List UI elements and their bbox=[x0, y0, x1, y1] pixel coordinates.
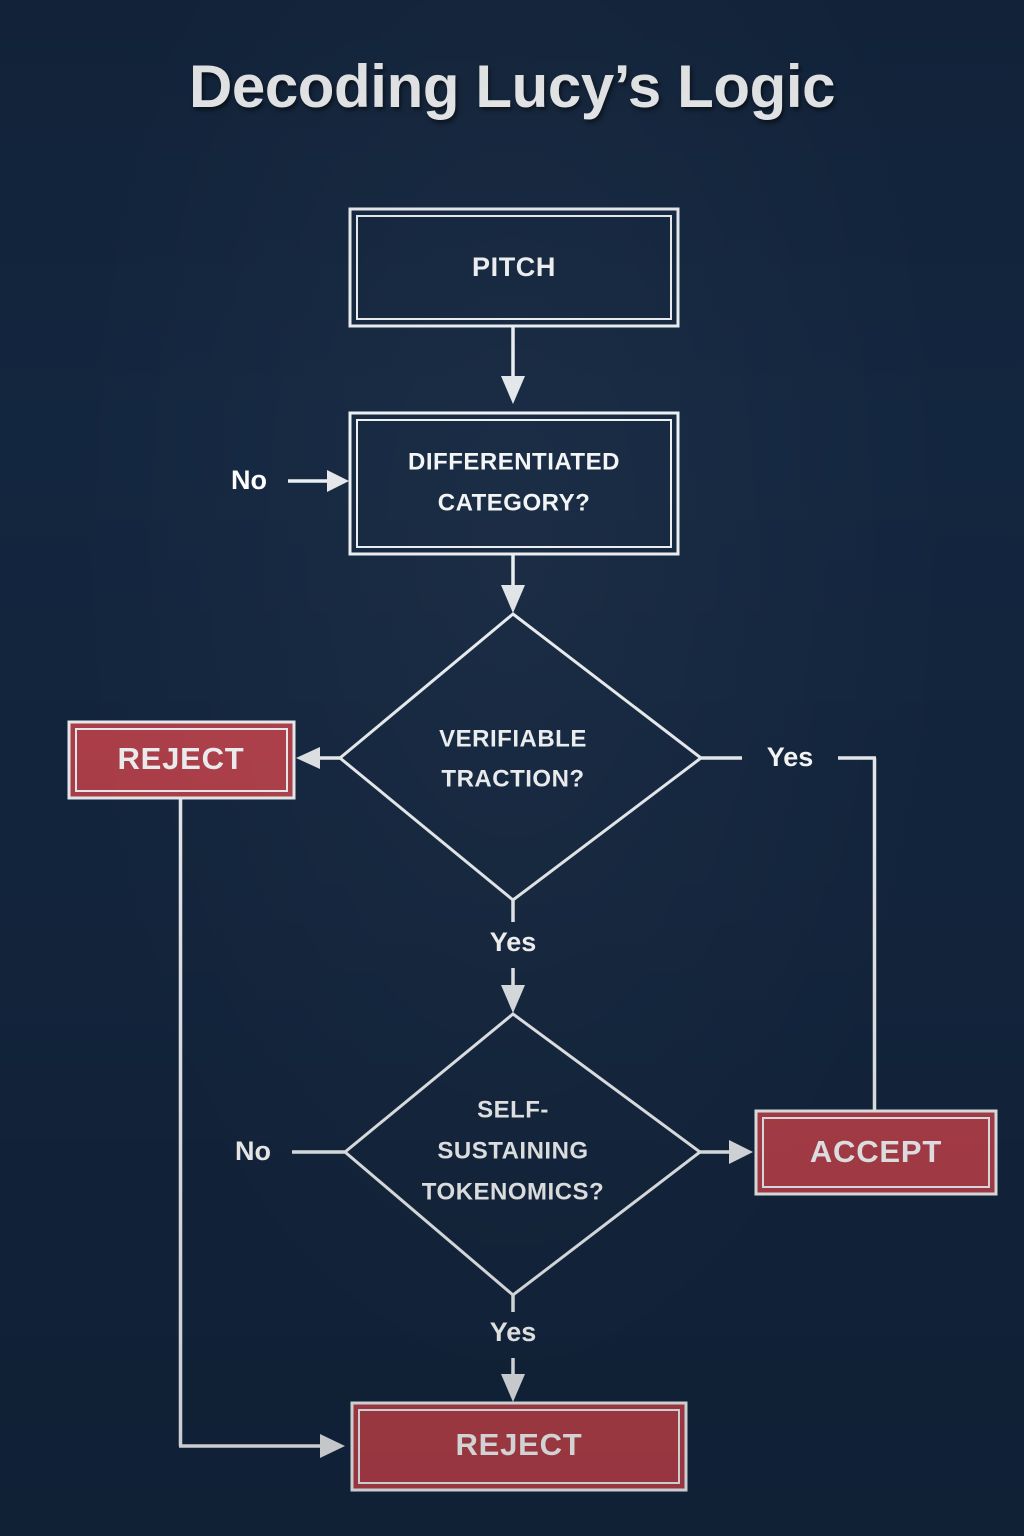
edge-traction-yes-down-to-tokenomics: Yes bbox=[490, 900, 537, 1013]
node-tokenomics-label-line2: SUSTAINING bbox=[437, 1137, 588, 1164]
node-differentiated-label-line2: CATEGORY? bbox=[438, 489, 591, 516]
node-differentiated-label-line1: DIFFERENTIATED bbox=[408, 448, 620, 475]
edge-label-traction-yes-down: Yes bbox=[490, 927, 537, 957]
node-traction-label-line2: TRACTION? bbox=[441, 765, 584, 792]
node-pitch-label: PITCH bbox=[472, 252, 556, 282]
node-pitch[interactable]: PITCH bbox=[348, 207, 680, 328]
edge-tokenomics-no: No bbox=[235, 1136, 345, 1166]
node-verifiable-traction[interactable]: VERIFIABLE TRACTION? bbox=[337, 612, 704, 902]
node-tokenomics-label-line1: SELF- bbox=[477, 1096, 549, 1123]
page-title: Decoding Lucy’s Logic bbox=[188, 53, 836, 120]
edge-label-tokenomics-no: No bbox=[235, 1136, 271, 1166]
node-self-sustaining-tokenomics[interactable]: SELF- SUSTAINING TOKENOMICS? bbox=[342, 1012, 703, 1297]
node-reject-bottom[interactable]: REJECT bbox=[350, 1401, 688, 1492]
edge-reject-top-to-reject-bottom bbox=[178, 798, 345, 1458]
edge-differentiated-no: No bbox=[231, 465, 349, 495]
node-tokenomics-label-line3: TOKENOMICS? bbox=[422, 1178, 604, 1205]
node-reject-top-label: REJECT bbox=[117, 741, 244, 776]
edge-traction-to-reject-top bbox=[296, 747, 340, 769]
edge-traction-yes-to-accept: Yes bbox=[701, 742, 877, 1111]
node-reject-bottom-label: REJECT bbox=[455, 1427, 582, 1462]
edge-label-tokenomics-yes: Yes bbox=[490, 1317, 537, 1347]
edge-differentiated-to-traction bbox=[501, 554, 525, 613]
node-traction-label-line1: VERIFIABLE bbox=[439, 725, 587, 752]
node-accept[interactable]: ACCEPT bbox=[754, 1109, 998, 1196]
node-reject-top[interactable]: REJECT bbox=[67, 720, 296, 800]
node-accept-label: ACCEPT bbox=[810, 1134, 942, 1169]
edge-tokenomics-to-accept bbox=[700, 1140, 753, 1164]
edge-pitch-to-differentiated bbox=[501, 326, 525, 404]
edge-label-traction-yes: Yes bbox=[767, 742, 814, 772]
edge-tokenomics-yes-to-reject: Yes bbox=[490, 1295, 537, 1402]
node-differentiated-category[interactable]: DIFFERENTIATED CATEGORY? bbox=[348, 411, 680, 556]
edge-label-differentiated-no: No bbox=[231, 465, 267, 495]
